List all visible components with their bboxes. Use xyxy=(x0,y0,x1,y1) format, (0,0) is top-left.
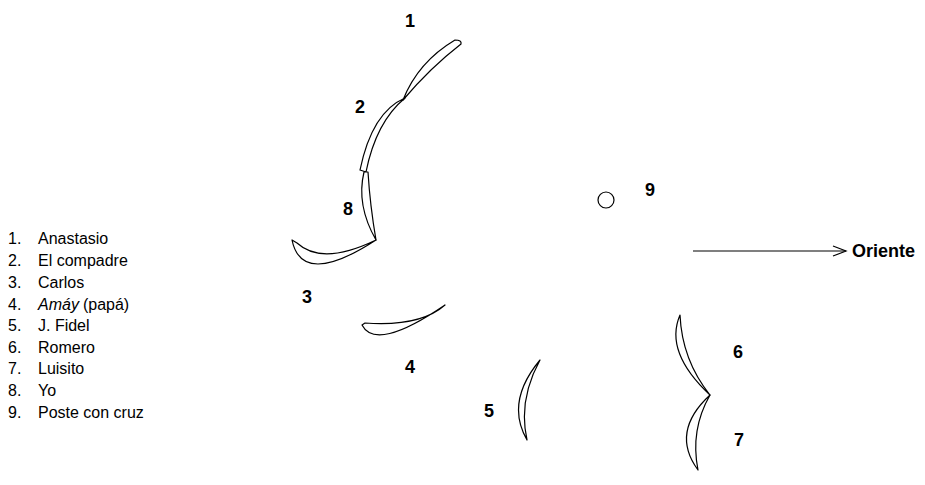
list-number: 1. xyxy=(8,231,21,247)
list-name: El compadre xyxy=(38,253,128,269)
list-name: Poste con cruz xyxy=(38,405,144,421)
crescent-shape xyxy=(362,172,376,240)
callout-number: 6 xyxy=(733,343,743,361)
direction-label: Oriente xyxy=(852,242,915,260)
crescent-shape xyxy=(519,360,540,440)
list-name: Yo xyxy=(38,383,56,399)
list-number: 7. xyxy=(8,361,21,377)
list-name: Luisito xyxy=(38,361,84,377)
list-name: (papá) xyxy=(83,297,129,313)
callout-number: 8 xyxy=(343,200,353,218)
list-number: 6. xyxy=(8,340,21,356)
list-number: 8. xyxy=(8,383,21,399)
list-name: Romero xyxy=(38,340,95,356)
list-name: J. Fidel xyxy=(38,318,90,334)
callout-number: 5 xyxy=(484,402,494,420)
cross-post-symbol xyxy=(598,192,614,208)
list-name: Amáy xyxy=(38,297,79,313)
callout-number: 2 xyxy=(355,98,365,116)
crescent-shape xyxy=(362,305,445,335)
direction-arrow xyxy=(693,250,846,251)
list-number: 4. xyxy=(8,297,21,313)
list-number: 3. xyxy=(8,275,21,291)
list-number: 9. xyxy=(8,405,21,421)
crescent-shape xyxy=(403,40,461,100)
crescent-shape xyxy=(686,395,710,470)
list-name: Anastasio xyxy=(38,231,108,247)
list-number: 2. xyxy=(8,253,21,269)
list-number: 5. xyxy=(8,318,21,334)
callout-number: 1 xyxy=(405,12,415,30)
callout-number: 4 xyxy=(405,358,415,376)
crescent-shape xyxy=(360,98,405,172)
crescent-shape xyxy=(292,240,376,264)
arrow-head xyxy=(833,246,846,256)
callout-number: 3 xyxy=(302,288,312,306)
crescent-shape xyxy=(676,315,710,395)
callout-number: 7 xyxy=(734,431,744,449)
callout-number: 9 xyxy=(645,181,655,199)
list-name: Carlos xyxy=(38,275,84,291)
